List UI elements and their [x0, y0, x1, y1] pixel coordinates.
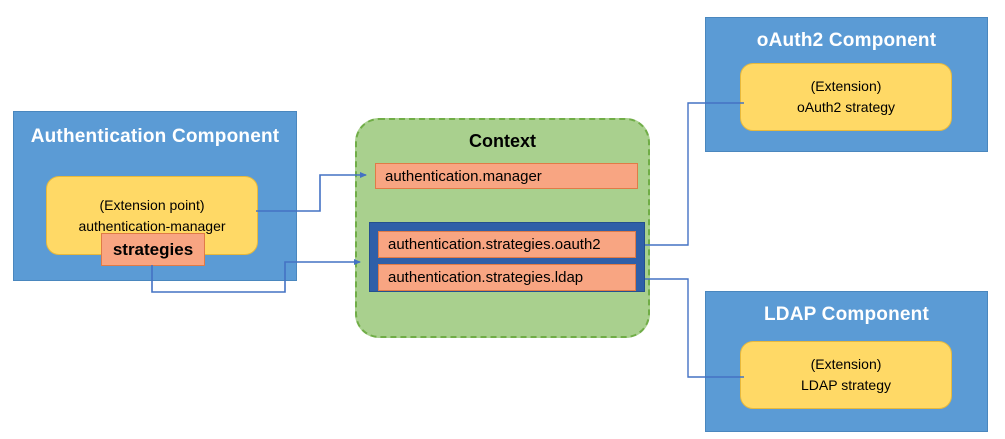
context-entry-ldap[interactable]: authentication.strategies.ldap — [378, 264, 636, 291]
context-title: Context — [469, 131, 536, 151]
oauth2-extension-line1: (Extension) — [810, 78, 882, 94]
authentication-component-title: Authentication Component — [30, 126, 280, 147]
context-manager-entry[interactable]: authentication.manager — [375, 163, 638, 189]
authentication-extension-point-line1: (Extension point) — [99, 196, 205, 213]
context-entry-oauth2[interactable]: authentication.strategies.oauth2 — [378, 231, 636, 258]
ldap-extension-line2: LDAP strategy — [800, 377, 891, 393]
strategies-key[interactable]: strategies — [101, 233, 205, 266]
ldap-component-title: LDAP Component — [764, 304, 929, 325]
ldap-extension-line1: (Extension) — [810, 356, 882, 372]
ldap-extension-box[interactable]: (Extension) LDAP strategy — [740, 341, 952, 409]
oauth2-extension-line2: oAuth2 strategy — [796, 99, 896, 115]
authentication-extension-point-line2: authentication-manager — [78, 217, 226, 234]
oauth2-component-title: oAuth2 Component — [756, 30, 937, 51]
oauth2-extension-box[interactable]: (Extension) oAuth2 strategy — [740, 63, 952, 131]
